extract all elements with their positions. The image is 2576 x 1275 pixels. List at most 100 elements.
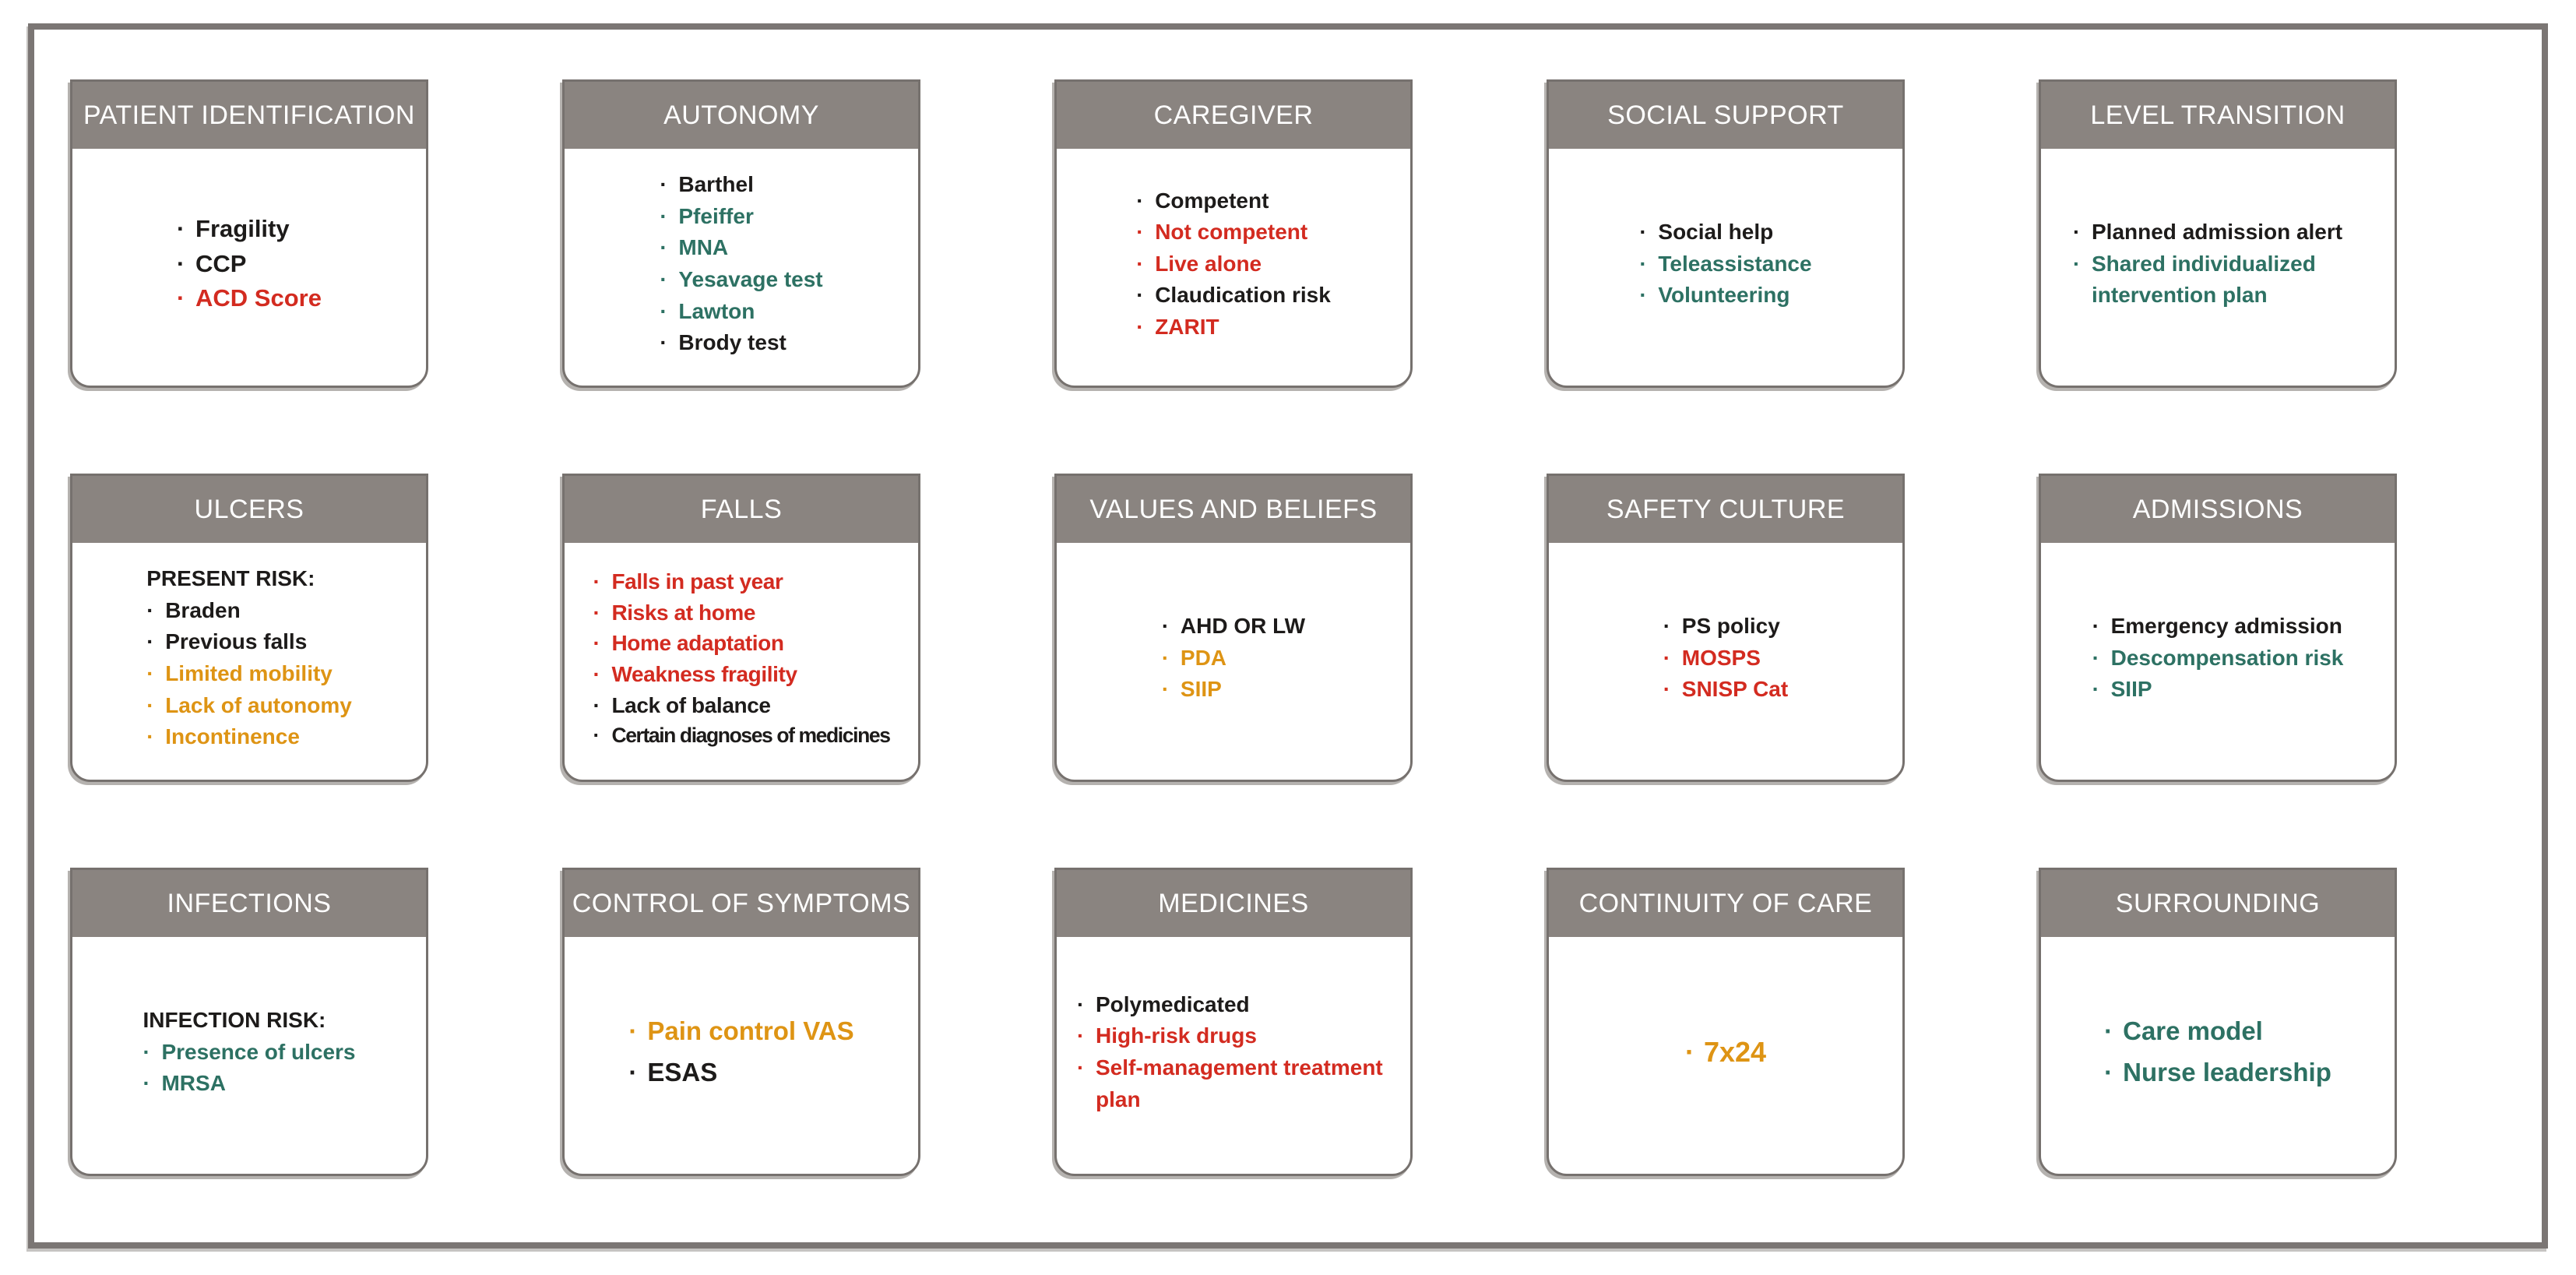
- list-item-label: Care model: [2123, 1016, 2263, 1046]
- bullet-icon: ·: [1136, 283, 1144, 308]
- list-item-label: Pain control VAS: [647, 1016, 854, 1046]
- card-autonomy: AUTONOMY ·Barthel ·Pfeiffer ·MNA ·Yesava…: [562, 79, 920, 388]
- bullet-icon: ·: [1161, 677, 1170, 702]
- list-item: ·Incontinence: [146, 721, 352, 753]
- list-item-label: Incontinence: [165, 724, 300, 749]
- card-safety-culture: SAFETY CULTURE ·PS policy ·MOSPS ·SNISP …: [1547, 474, 1905, 782]
- list-item: ·Falls in past year: [593, 566, 889, 597]
- card-body: ·Competent ·Not competent ·Live alone ·C…: [1057, 149, 1410, 386]
- list-item-label: ESAS: [647, 1058, 718, 1087]
- card-title: PATIENT IDENTIFICATION: [83, 100, 415, 130]
- bullet-icon: ·: [1161, 614, 1170, 639]
- list-item: · SIIP: [1162, 674, 1305, 706]
- list-item-label: Emergency admission: [2110, 614, 2342, 639]
- card-patient-identification: PATIENT IDENTIFICATION ·Fragility ·CCP ·…: [70, 79, 428, 388]
- card-header: VALUES AND BELIEFS: [1057, 476, 1410, 543]
- list-item-label: Polymedicated: [1096, 991, 1250, 1016]
- card-items: ·Competent ·Not competent ·Live alone ·C…: [1136, 185, 1331, 343]
- list-item-label: Braden: [165, 597, 241, 622]
- list-item-label: Weakness fragility: [611, 662, 797, 687]
- list-item: ·Lack of balance: [593, 690, 889, 721]
- list-item-label: Volunteering: [1658, 283, 1790, 308]
- list-item-label: Not competent: [1155, 220, 1308, 245]
- list-item: ·Certain diagnoses of medicines: [593, 721, 890, 751]
- list-item-label: Brody test: [678, 330, 787, 355]
- list-item: ·Competent: [1136, 185, 1331, 217]
- list-item-label: MNA: [678, 235, 729, 260]
- card-control-of-symptoms: CONTROL OF SYMPTOMS ·Pain control VAS ·E…: [562, 868, 920, 1176]
- bullet-icon: ·: [660, 267, 667, 291]
- bullet-icon: ·: [1136, 188, 1144, 213]
- list-item: ·CCP: [177, 247, 322, 282]
- list-item-label: Lack of balance: [611, 692, 771, 717]
- list-item: · Home adaptation: [593, 628, 889, 659]
- card-header: LEVEL TRANSITION: [2041, 82, 2395, 149]
- bullet-icon: ·: [1663, 645, 1671, 670]
- card-items: ·AHD OR LW ·PDA ·SIIP: [1162, 611, 1305, 706]
- bullet-icon: ·: [593, 723, 600, 747]
- list-item-label: Pfeiffer: [678, 203, 754, 228]
- bullet-icon: ·: [1136, 314, 1144, 339]
- card-title: CONTINUITY OF CARE: [1578, 888, 1873, 918]
- bullet-icon: ·: [1161, 645, 1170, 670]
- list-item-label: SIIP: [1180, 677, 1222, 702]
- card-title: LEVEL TRANSITION: [2090, 100, 2345, 130]
- card-body: ·Fragility ·CCP ·ACD Score: [72, 149, 426, 386]
- card-body: · 7x24: [1549, 937, 1902, 1174]
- list-item-label: 7x24: [1703, 1035, 1767, 1068]
- list-item: ·Emergency admission: [2092, 611, 2344, 643]
- list-item: ·Social help: [1639, 217, 1811, 248]
- card-title: SURROUNDING: [2115, 888, 2321, 918]
- card-body: ·Falls in past year ·Risks at home ·Home…: [565, 543, 918, 780]
- bullet-icon: ·: [593, 631, 600, 656]
- card-items: ·Pain control VAS ·ESAS: [628, 1011, 853, 1094]
- list-item-label: Yesavage test: [678, 267, 823, 291]
- list-item-label: Barthel: [678, 172, 754, 197]
- list-item: ·MNA: [660, 232, 822, 264]
- card-level-transition: LEVEL TRANSITION ·Planned admission aler…: [2039, 79, 2397, 388]
- list-item: ·ZARIT: [1136, 312, 1331, 343]
- list-item: · 7x24: [1685, 1032, 1766, 1072]
- bullet-icon: ·: [146, 629, 154, 654]
- list-item: ·Limited mobility: [146, 658, 352, 690]
- bullet-icon: ·: [2104, 1016, 2113, 1046]
- bullet-icon: ·: [1077, 1023, 1085, 1048]
- bullet-icon: ·: [2092, 677, 2099, 702]
- card-title: SAFETY CULTURE: [1606, 494, 1846, 524]
- list-item: · Claudication risk: [1136, 280, 1331, 312]
- bullet-icon: ·: [593, 662, 600, 687]
- card-body: PRESENT RISK: ·Braden ·Previous falls ·L…: [72, 543, 426, 780]
- card-title: ULCERS: [194, 494, 304, 524]
- bullet-icon: ·: [593, 600, 600, 625]
- card-body: ·Barthel ·Pfeiffer ·MNA ·Yesavage test ·…: [565, 149, 918, 386]
- card-title: AUTONOMY: [663, 100, 819, 130]
- card-admissions: ADMISSIONS ·Emergency admission ·Descomp…: [2039, 474, 2397, 782]
- list-item: ·PDA: [1162, 643, 1305, 674]
- card-title: VALUES AND BELIEFS: [1089, 494, 1378, 524]
- list-item-label: Lack of autonomy: [165, 692, 352, 717]
- list-item-label: Claudication risk: [1155, 283, 1331, 308]
- card-body: ·Social help ·Teleassistance ·Volunteeri…: [1549, 149, 1902, 386]
- bullet-icon: ·: [146, 692, 154, 717]
- card-body: ·PS policy ·MOSPS ·SNISP Cat: [1549, 543, 1902, 780]
- card-items: ·Social help ·Teleassistance ·Volunteeri…: [1639, 217, 1811, 312]
- card-title: SOCIAL SUPPORT: [1607, 100, 1844, 130]
- list-item-label: Home adaptation: [611, 631, 784, 656]
- bullet-icon: ·: [1684, 1035, 1694, 1068]
- list-item: ·Lawton: [660, 296, 822, 328]
- bullet-icon: ·: [2104, 1058, 2113, 1087]
- list-item: · Weakness fragility: [593, 659, 889, 690]
- list-item: ·Not competent: [1136, 217, 1331, 248]
- list-item-label: PRESENT RISK:: [146, 566, 315, 591]
- list-item: ·Planned admission alert: [2073, 217, 2363, 248]
- card-title: FALLS: [700, 494, 783, 524]
- list-item: ·High-risk drugs: [1077, 1020, 1390, 1052]
- bullet-icon: ·: [177, 249, 185, 277]
- card-header: INFECTIONS: [72, 870, 426, 937]
- bullet-icon: ·: [628, 1016, 638, 1046]
- list-item-label: MRSA: [161, 1071, 226, 1096]
- card-infections: INFECTIONS INFECTION RISK: ·Presence of …: [70, 868, 428, 1176]
- card-items: ·Emergency admission ·Descompensation ri…: [2092, 611, 2344, 706]
- list-item: INFECTION RISK:: [143, 1005, 355, 1037]
